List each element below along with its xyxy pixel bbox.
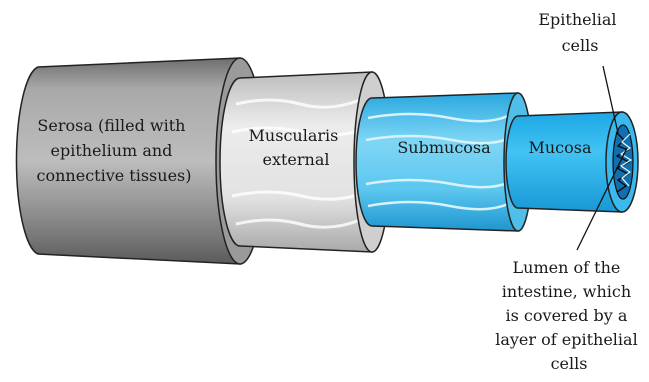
mucosa-label: Mucosa [528,138,591,157]
serosa-label: Serosa (filled with epithelium and conne… [37,116,192,185]
epithelial-cells-label: Epithelial cells [538,10,621,55]
lumen-opening [613,125,633,199]
lumen-label: Lumen of the intestine, which is covered… [495,258,643,373]
submucosa-label: Submucosa [397,138,491,157]
